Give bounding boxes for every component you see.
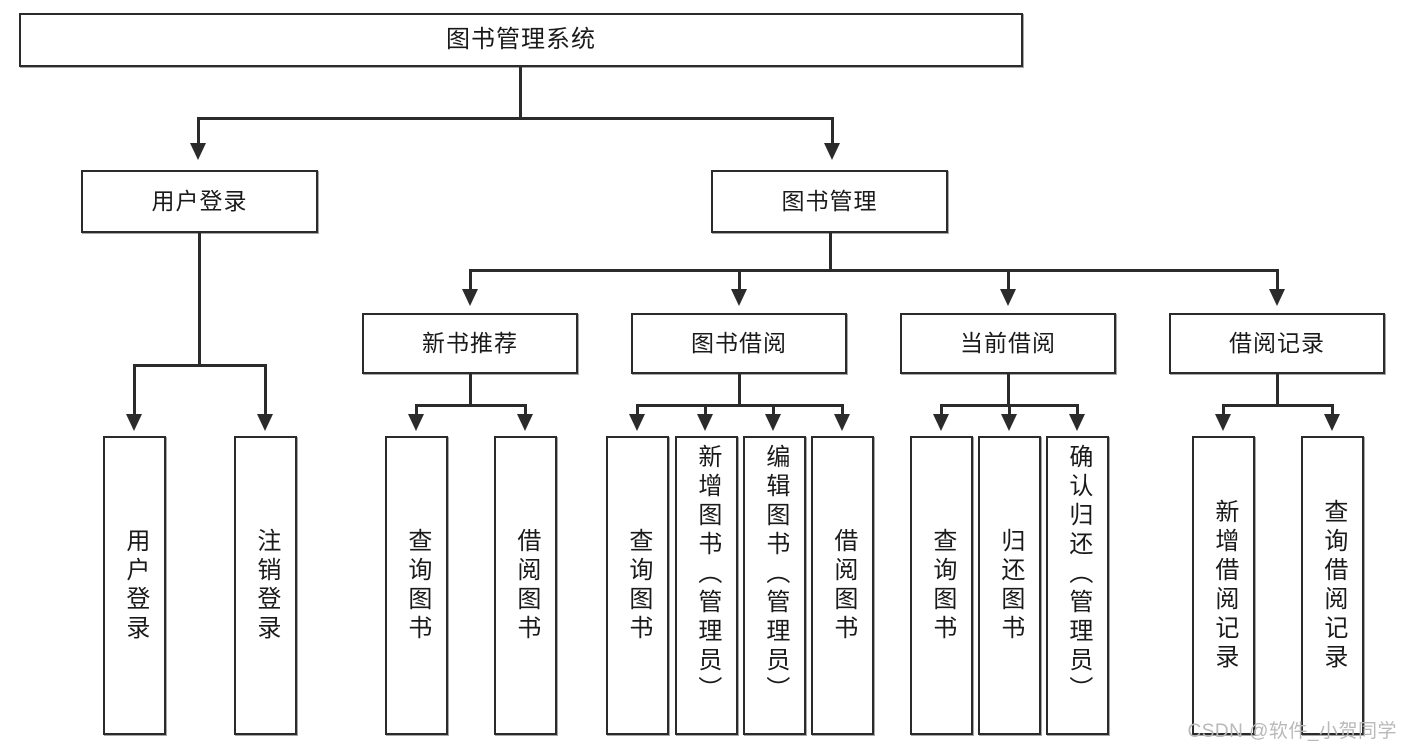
leaf-cb-return-book[interactable]: 归还图书	[978, 436, 1041, 735]
edge-drop-nb-borrow	[524, 404, 527, 416]
edge-drop-leaf-user-login	[133, 364, 136, 416]
arrowhead-bb-edit	[765, 414, 781, 431]
edge-drop-current-borrow	[1007, 269, 1010, 291]
arrowhead-user-login	[190, 143, 206, 160]
node-book-borrow[interactable]: 图书借阅	[631, 313, 847, 374]
arrowhead-nb-borrow	[517, 414, 533, 431]
node-label: 新增借阅记录	[1210, 498, 1238, 673]
node-label: 借阅记录	[1229, 329, 1325, 356]
edge-drop-br-query	[1331, 404, 1334, 416]
edge-user-login-bus	[133, 364, 267, 367]
node-label: 用户登录	[151, 187, 248, 214]
leaf-cb-confirm-return-admin[interactable]: 确认归还（管理员）	[1046, 436, 1109, 735]
node-label: 归还图书	[996, 527, 1024, 644]
node-label: 确认归还（管理员）	[1064, 444, 1092, 705]
node-label: 借阅图书	[512, 527, 540, 644]
edge-drop-br-add	[1222, 404, 1225, 416]
arrowhead-leaf-user-login	[126, 414, 142, 431]
edge-drop-new-book	[469, 269, 472, 291]
edge-drop-bb-borrow	[841, 404, 844, 416]
node-current-borrow[interactable]: 当前借阅	[900, 313, 1116, 374]
leaf-nb-query-book[interactable]: 查询图书	[385, 436, 448, 735]
node-label: 借阅图书	[829, 527, 857, 644]
leaf-br-query-record[interactable]: 查询借阅记录	[1301, 436, 1364, 735]
node-borrow-record[interactable]: 借阅记录	[1169, 313, 1385, 374]
node-label: 编辑图书（管理员）	[761, 444, 789, 705]
arrowhead-leaf-logout	[257, 414, 273, 431]
leaf-bb-query-book[interactable]: 查询图书	[606, 436, 669, 735]
edge-current-borrow-stem	[1007, 374, 1010, 406]
edge-root-bus	[197, 117, 834, 120]
arrowhead-bb-borrow	[834, 414, 850, 431]
leaf-bb-borrow-book[interactable]: 借阅图书	[811, 436, 874, 735]
edge-new-book-bus	[415, 404, 527, 407]
edge-drop-book-borrow	[738, 269, 741, 291]
arrowhead-cb-confirm	[1069, 414, 1085, 431]
edge-level3-bus	[469, 269, 1279, 272]
node-label: 查询图书	[624, 527, 652, 644]
edge-drop-bb-edit	[772, 404, 775, 416]
leaf-bb-add-book-admin[interactable]: 新增图书（管理员）	[675, 436, 738, 735]
leaf-logout[interactable]: 注销登录	[234, 436, 297, 735]
edge-drop-leaf-logout	[264, 364, 267, 416]
edge-book-borrow-stem	[738, 374, 741, 406]
edge-root-stem	[519, 67, 522, 119]
arrowhead-book-management	[824, 143, 840, 160]
edge-book-borrow-bus	[636, 404, 844, 407]
arrowhead-book-borrow	[731, 289, 747, 306]
node-label: 新增图书（管理员）	[693, 444, 721, 705]
node-label: 图书借阅	[691, 329, 787, 356]
edge-book-management-stem	[829, 233, 832, 271]
leaf-br-add-record[interactable]: 新增借阅记录	[1192, 436, 1255, 735]
node-label: 查询借阅记录	[1319, 498, 1347, 673]
arrowhead-br-query	[1324, 414, 1340, 431]
leaf-nb-borrow-book[interactable]: 借阅图书	[494, 436, 557, 735]
edge-borrow-record-stem	[1276, 374, 1279, 406]
edge-drop-cb-query	[940, 404, 943, 416]
node-root-book-management-system[interactable]: 图书管理系统	[19, 13, 1023, 67]
edge-drop-borrow-record	[1276, 269, 1279, 291]
edge-drop-cb-return	[1008, 404, 1011, 416]
csdn-watermark: CSDN @软件_小贺同学	[1187, 721, 1397, 742]
edge-drop-nb-query	[415, 404, 418, 416]
edge-drop-bb-query	[636, 404, 639, 416]
node-label: 用户登录	[121, 527, 149, 644]
arrowhead-current-borrow	[1000, 289, 1016, 306]
leaf-cb-query-book[interactable]: 查询图书	[910, 436, 973, 735]
edge-drop-bb-add	[704, 404, 707, 416]
arrowhead-nb-query	[408, 414, 424, 431]
arrowhead-br-add	[1215, 414, 1231, 431]
edge-user-login-stem	[198, 233, 201, 366]
node-new-book-recommend[interactable]: 新书推荐	[362, 313, 578, 374]
node-label: 图书管理	[781, 187, 878, 214]
arrowhead-new-book	[462, 289, 478, 306]
node-user-login[interactable]: 用户登录	[81, 170, 318, 233]
arrowhead-bb-add	[697, 414, 713, 431]
arrowhead-cb-return	[1001, 414, 1017, 431]
edge-drop-cb-confirm	[1076, 404, 1079, 416]
node-label: 图书管理系统	[446, 25, 596, 53]
leaf-user-login[interactable]: 用户登录	[103, 436, 166, 735]
node-label: 注销登录	[252, 527, 280, 644]
leaf-bb-edit-book-admin[interactable]: 编辑图书（管理员）	[743, 436, 806, 735]
arrowhead-borrow-record	[1269, 289, 1285, 306]
edge-drop-user-login	[197, 117, 200, 145]
node-label: 当前借阅	[960, 329, 1056, 356]
edge-borrow-record-bus	[1222, 404, 1334, 407]
edge-new-book-stem	[469, 374, 472, 406]
node-book-management[interactable]: 图书管理	[711, 170, 948, 233]
edge-drop-book-management	[831, 117, 834, 145]
node-label: 查询图书	[403, 527, 431, 644]
arrowhead-cb-query	[933, 414, 949, 431]
node-label: 新书推荐	[422, 329, 518, 356]
arrowhead-bb-query	[629, 414, 645, 431]
node-label: 查询图书	[928, 527, 956, 644]
